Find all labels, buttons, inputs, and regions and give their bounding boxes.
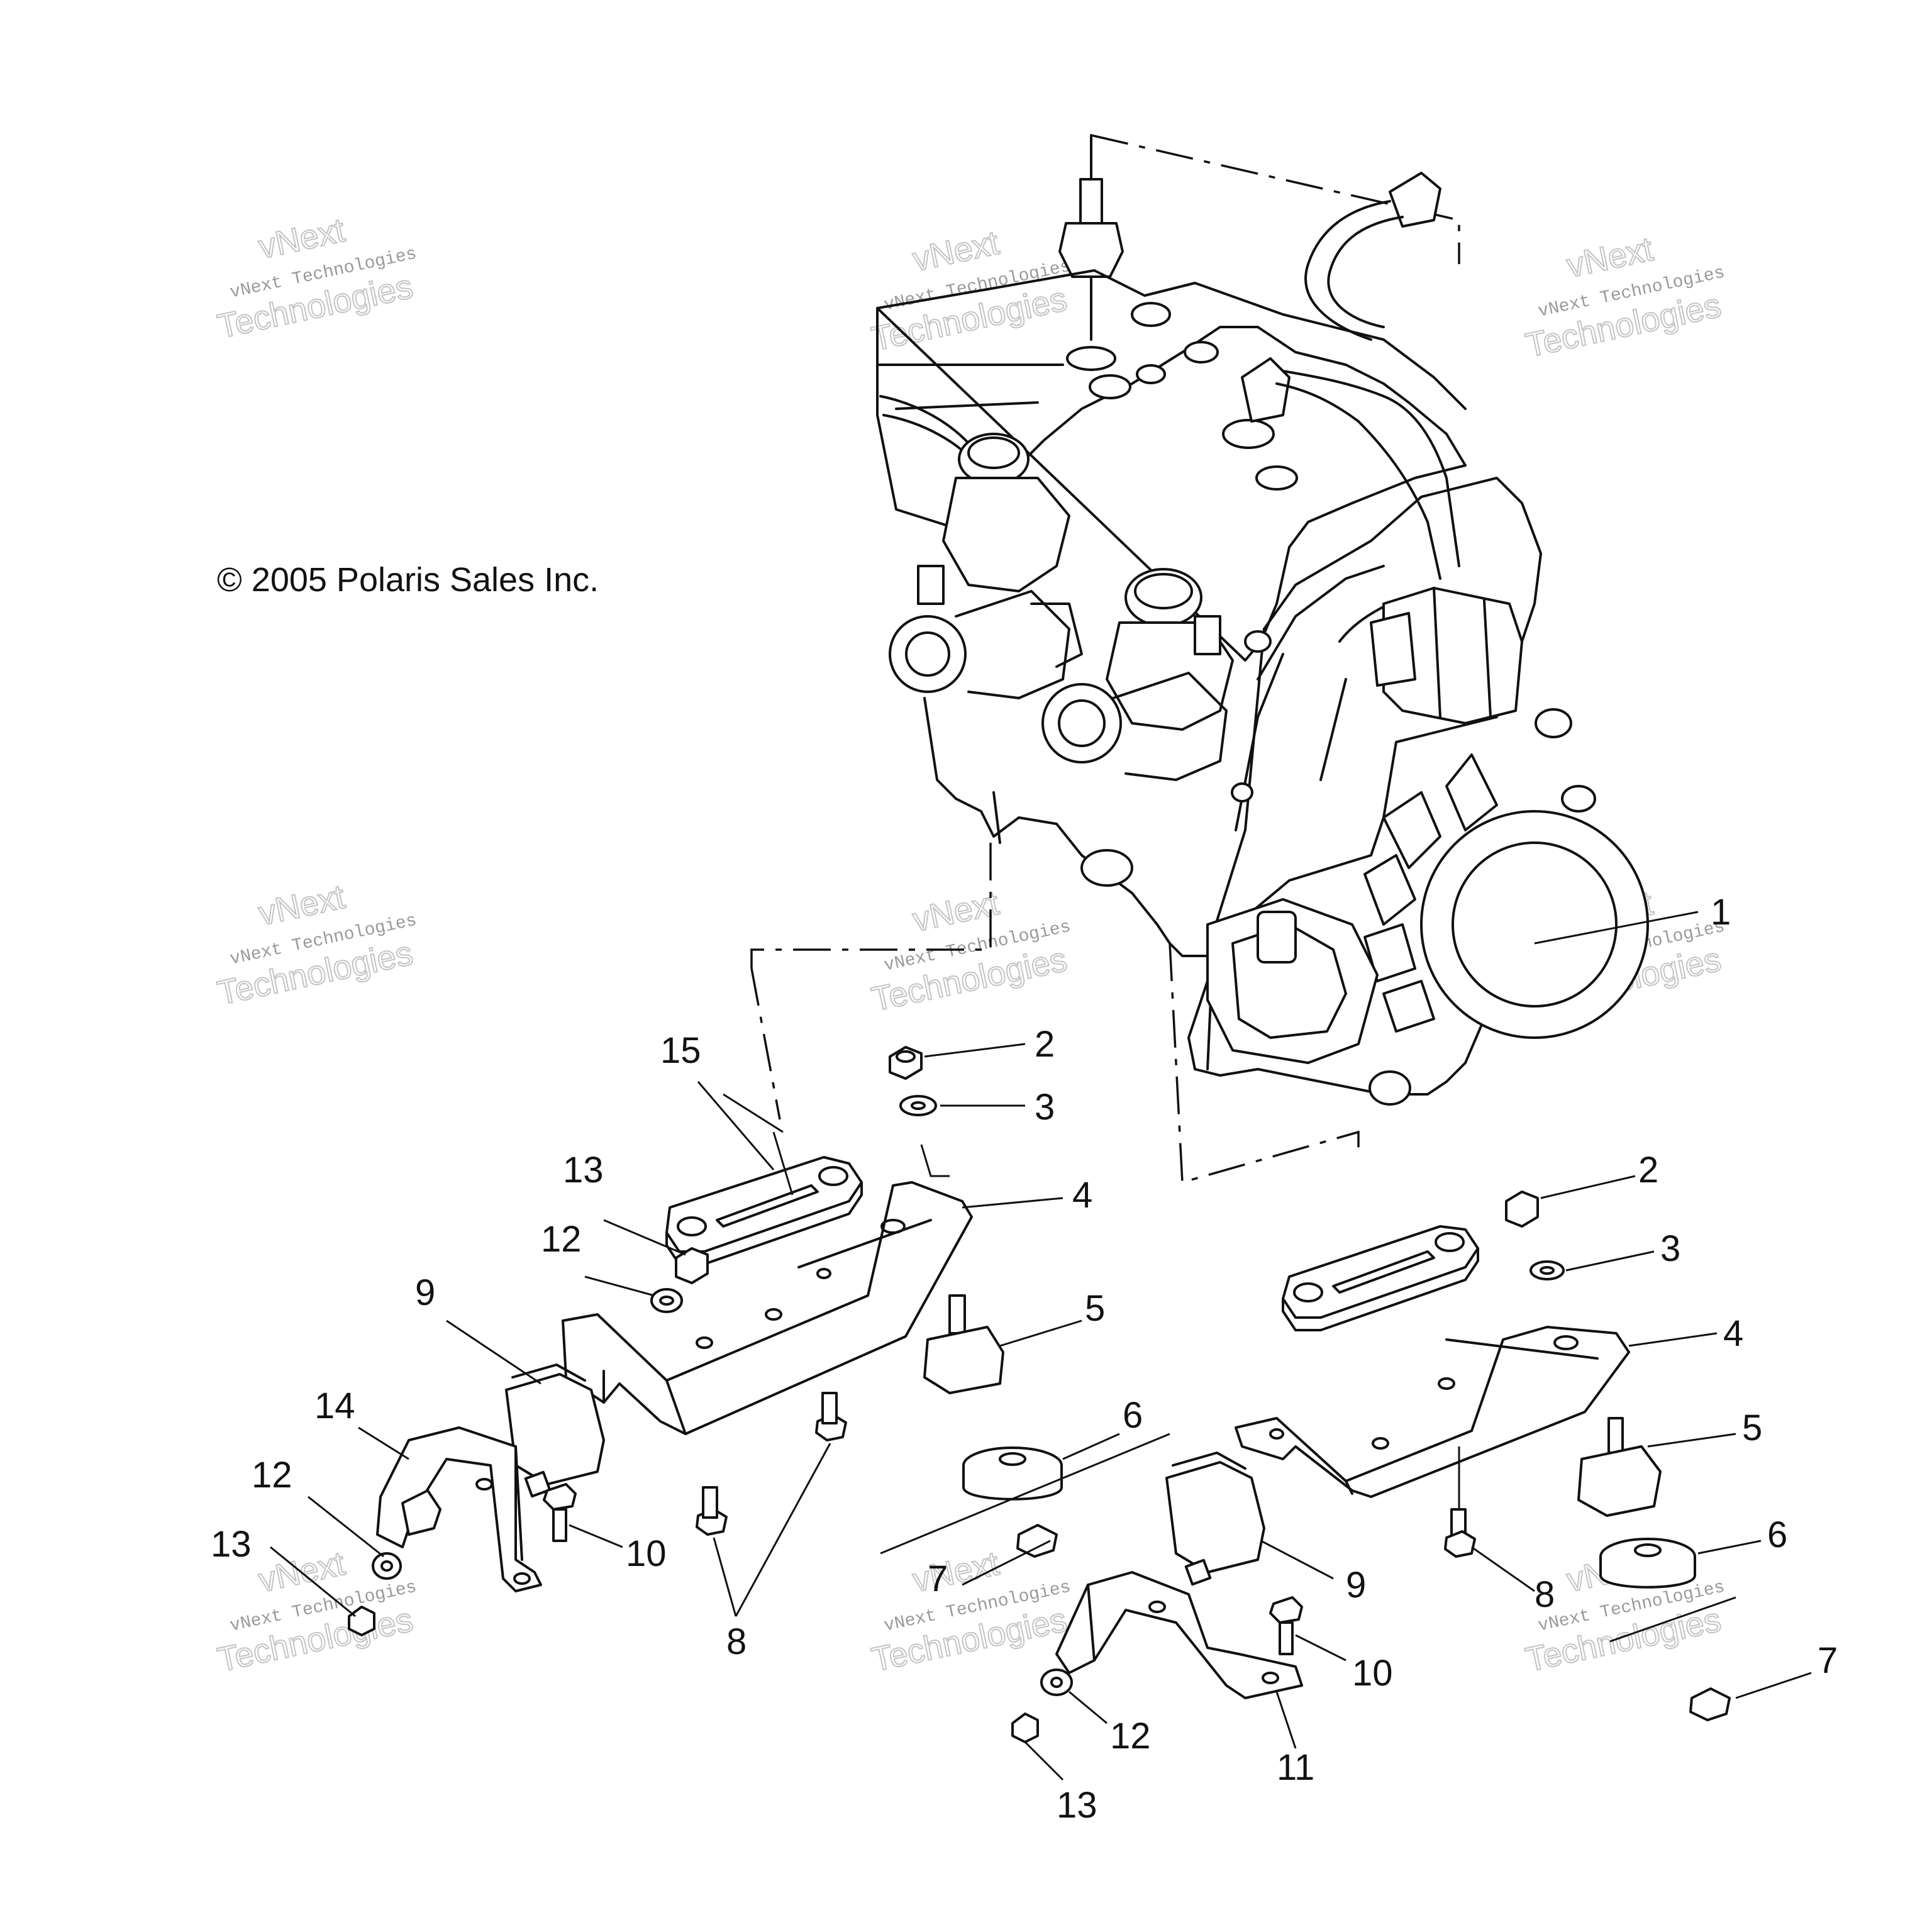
- mount-bracket-4-left: [562, 1181, 973, 1435]
- callout-4: 4: [1072, 1175, 1092, 1216]
- callout-9: 9: [1346, 1565, 1366, 1606]
- rubber-mount-5-left: [923, 1294, 1004, 1394]
- washer-12-lower-left: [372, 1552, 402, 1580]
- callout-6: 6: [1767, 1514, 1787, 1555]
- carburetor-left: [889, 433, 1083, 699]
- centerline-right: [1609, 1596, 1736, 1643]
- callout-8: 8: [1535, 1574, 1555, 1615]
- callout-11: 11: [1277, 1747, 1314, 1788]
- callout-5: 5: [1085, 1288, 1105, 1329]
- callout-12: 12: [252, 1455, 292, 1496]
- watermark: vNext vNext Technologies Technologies: [868, 223, 1073, 359]
- nut-2-left: [889, 1046, 923, 1080]
- watermark: vNext vNext Technologies Technologies: [1522, 230, 1727, 365]
- callout-3: 3: [1035, 1087, 1055, 1128]
- callout-1: 1: [1711, 892, 1731, 933]
- bolt-8-b: [696, 1486, 728, 1536]
- engine-assembly: [750, 134, 1649, 1184]
- bolt-8-a: [815, 1392, 847, 1441]
- bolt-10-left: [543, 1483, 577, 1542]
- nut-2-right: [1505, 1191, 1539, 1228]
- nut-13-lower-left: [348, 1606, 375, 1636]
- callout-3: 3: [1660, 1228, 1680, 1269]
- spark-plug: [1058, 134, 1124, 371]
- svg-text:vNext: vNext: [909, 224, 1002, 279]
- callout-2: 2: [1035, 1024, 1055, 1065]
- svg-text:vNext: vNext: [909, 884, 1002, 939]
- callout-13: 13: [211, 1524, 252, 1565]
- washer-3-right: [1530, 1260, 1565, 1280]
- watermark: vNext vNext Technologies Technologies: [214, 211, 419, 347]
- ignition-coil: [1370, 587, 1523, 724]
- nut-7-right: [1689, 1687, 1731, 1721]
- callout-5: 5: [1742, 1407, 1762, 1448]
- spark-plug-leader: [1091, 134, 1460, 264]
- rubber-block-9-left: [505, 1363, 605, 1498]
- rubber-block-9-right: [1165, 1452, 1265, 1586]
- fan-housing: [1363, 708, 1649, 1039]
- nut-13-upper: [675, 1247, 709, 1284]
- engine-leader-right: [1169, 943, 1360, 1184]
- callout-13: 13: [563, 1150, 604, 1191]
- nut-13-lower-right: [1011, 1713, 1039, 1743]
- engine-plate-15: [665, 1156, 863, 1265]
- centerline-left: [880, 1433, 1170, 1555]
- leader-lines: [270, 911, 1812, 1781]
- recoil-starter: [1206, 898, 1379, 1064]
- callout-12: 12: [1110, 1716, 1151, 1757]
- mount-bracket-14: [376, 1426, 542, 1592]
- washer-12-upper: [650, 1288, 683, 1313]
- callout-7: 7: [1818, 1640, 1838, 1681]
- rubber-mount-5-right: [1577, 1417, 1662, 1517]
- engine-leader-left: [750, 843, 992, 969]
- callout-13: 13: [1057, 1785, 1097, 1826]
- watermark: vNext vNext Technologies Technologies: [214, 877, 419, 1013]
- callout-14: 14: [314, 1385, 355, 1426]
- bolt-10-right: [1269, 1596, 1303, 1655]
- rubber-pad-6-right: [1599, 1538, 1696, 1589]
- rubber-pad-6-left: [962, 1446, 1063, 1501]
- callout-6: 6: [1123, 1395, 1143, 1436]
- head-bolts: [1089, 302, 1298, 491]
- callout-4: 4: [1723, 1313, 1743, 1354]
- callouts: 1 2 3 4 5 6 2 3 4 5 6 7 7 8 8 9 9 10 10 …: [211, 892, 1838, 1826]
- callout-10: 10: [626, 1533, 667, 1574]
- engine-plate-right: [1282, 1225, 1479, 1331]
- callout-10: 10: [1352, 1653, 1393, 1694]
- watermark: vNext vNext Technologies Technologies: [868, 1544, 1073, 1680]
- plug-wire: [1304, 172, 1441, 341]
- bolt-8-right: [1444, 1508, 1476, 1558]
- watermark: vNext vNext Technologies Technologies: [868, 884, 1073, 1019]
- washer-3-left: [899, 1095, 937, 1116]
- copyright-text: © 2005 Polaris Sales Inc.: [217, 561, 599, 599]
- carburetor-right: [1041, 568, 1234, 781]
- callout-12: 12: [541, 1219, 582, 1260]
- callout-2: 2: [1638, 1150, 1658, 1191]
- svg-text:vNext: vNext: [255, 878, 348, 933]
- svg-text:vNext: vNext: [1563, 230, 1657, 285]
- svg-text:vNext: vNext: [255, 211, 348, 266]
- washer-12-lower-right: [1040, 1668, 1073, 1696]
- callout-8: 8: [726, 1621, 747, 1662]
- callout-7: 7: [928, 1558, 948, 1599]
- mount-bracket-4-right: [1235, 1326, 1630, 1498]
- callout-15: 15: [660, 1030, 701, 1071]
- callout-9: 9: [415, 1272, 435, 1313]
- nut-7-middle: [1016, 1524, 1058, 1558]
- mount-bracket-11: [1055, 1571, 1303, 1699]
- crankcase: [1187, 477, 1542, 1096]
